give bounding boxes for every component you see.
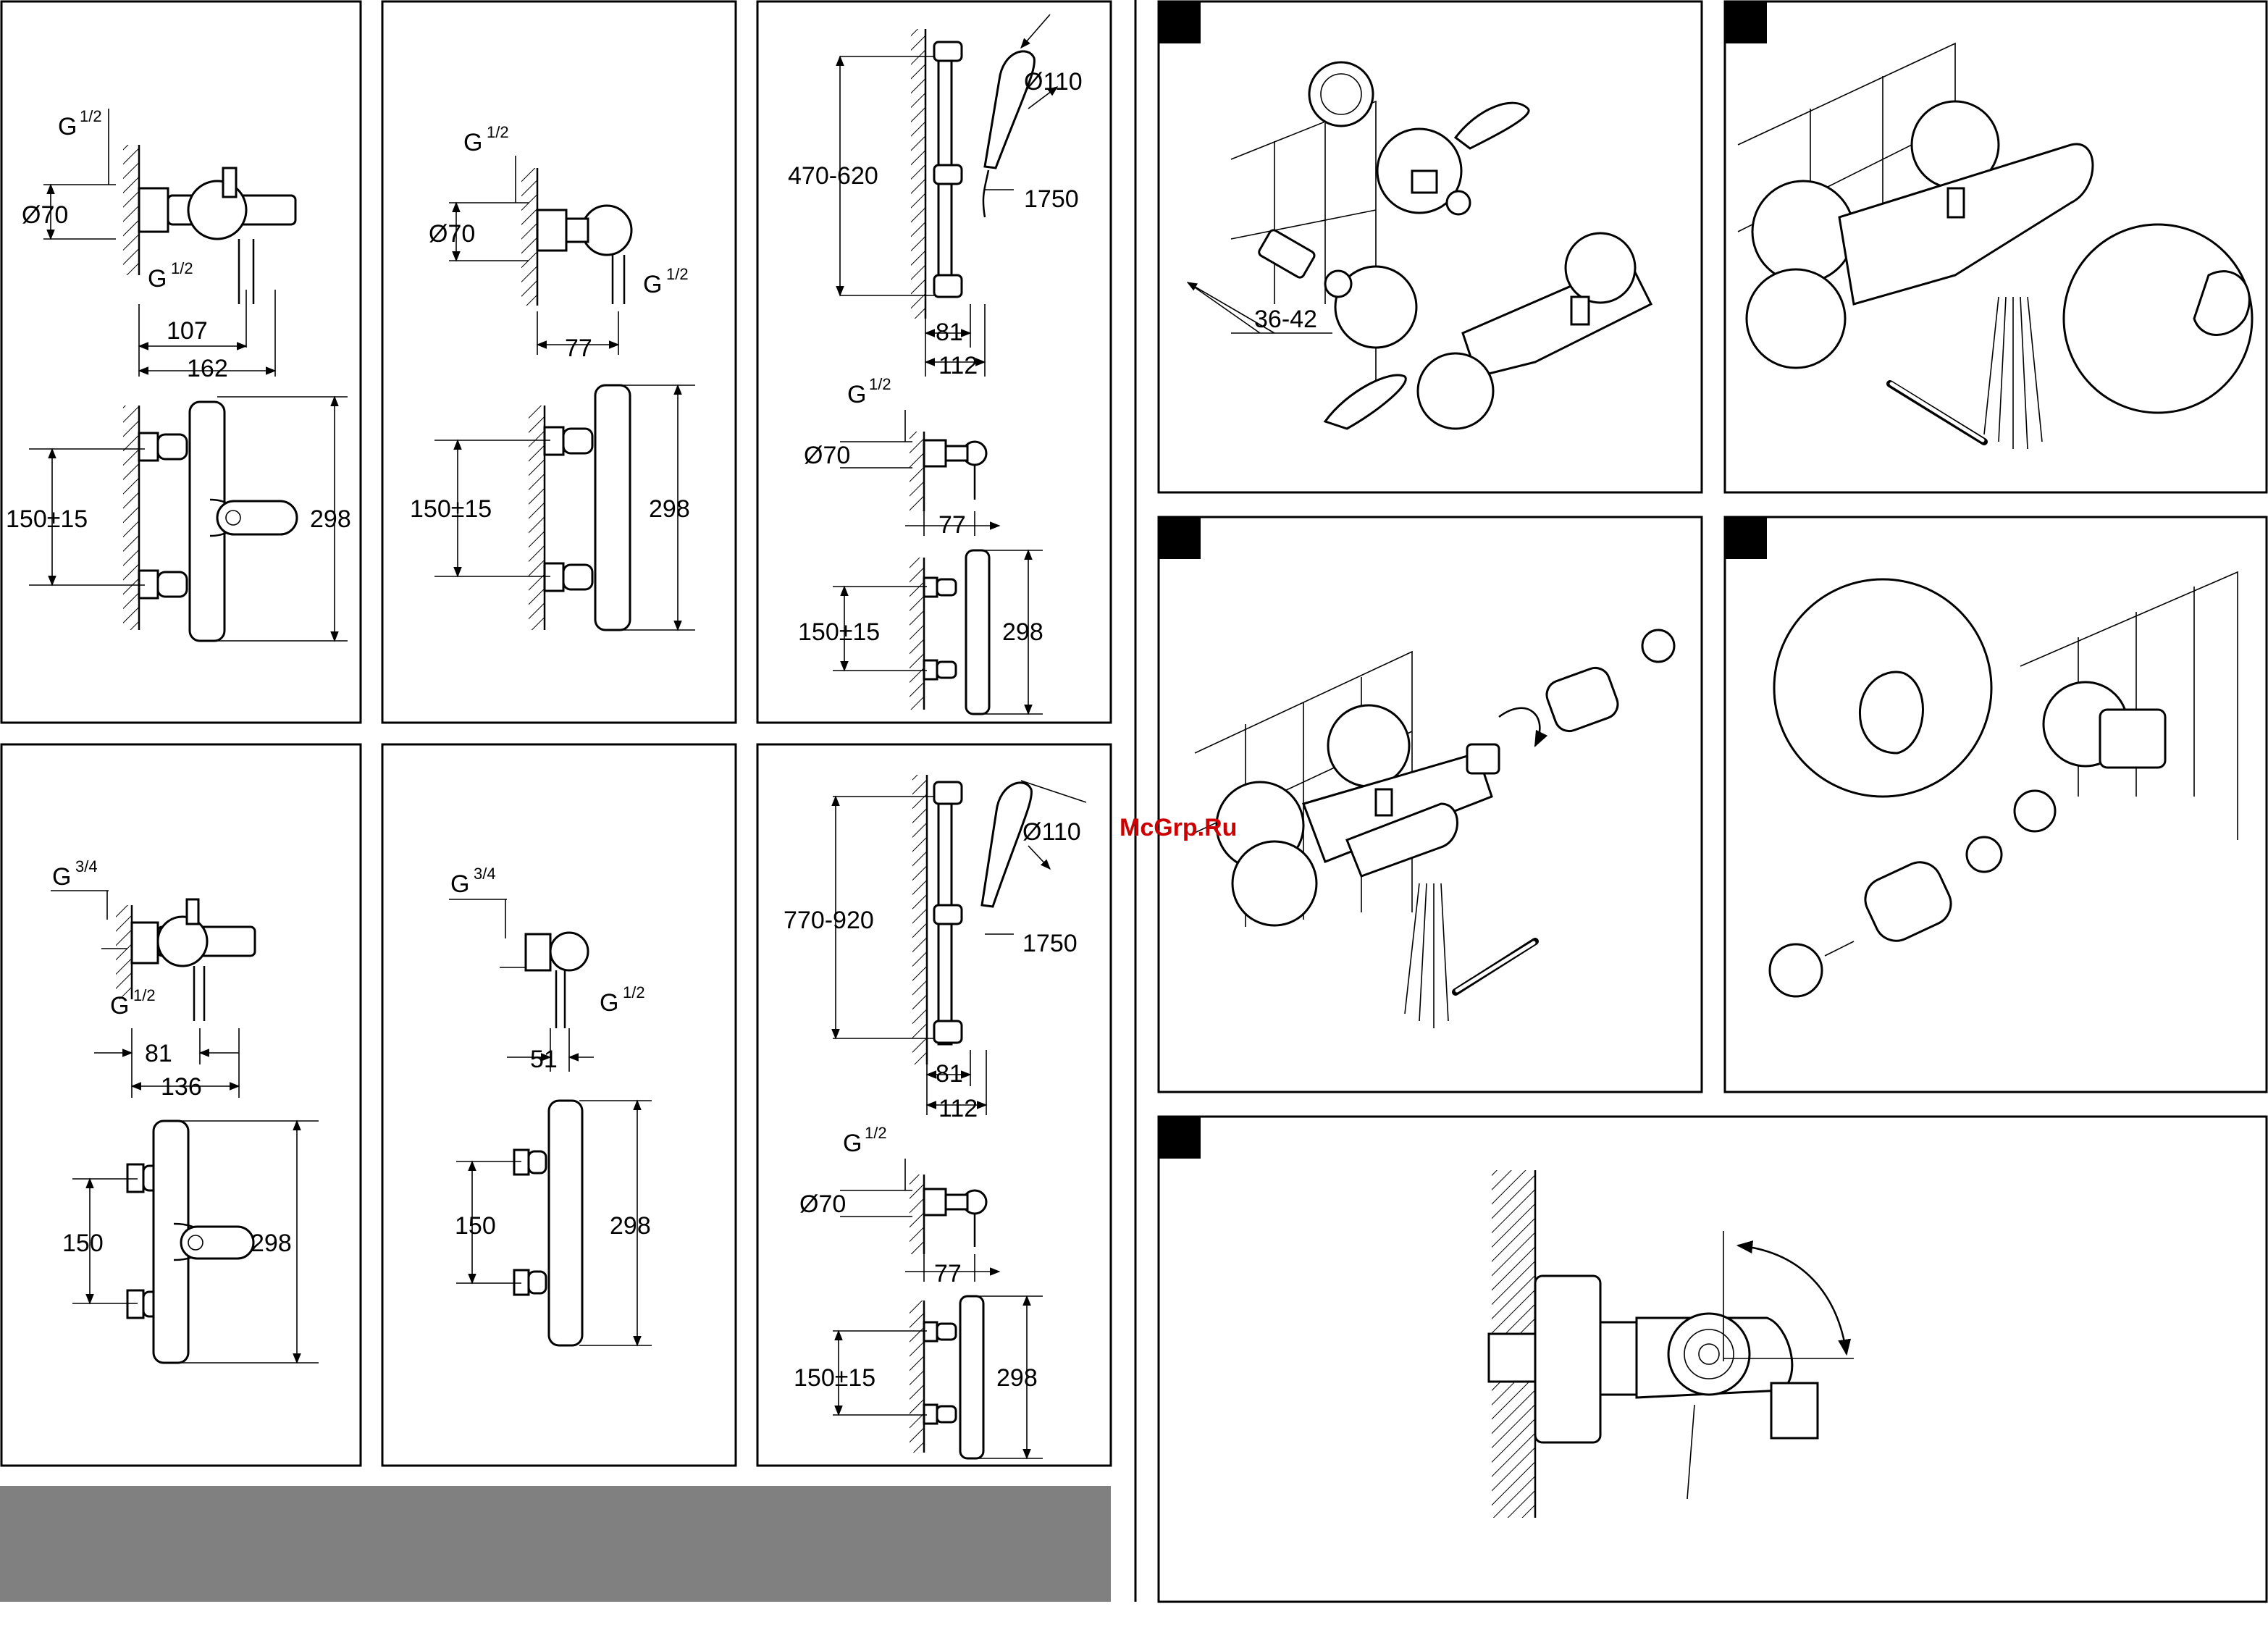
rail-600-head: Ø110 — [1024, 68, 1083, 96]
panel-bath-half: G 1/2 Ø70 G 1/2 107 162 150±15 298 — [1, 1, 361, 723]
bath-half-height: 298 — [310, 505, 351, 533]
bath-half-g-bottom-frac: 1/2 — [171, 259, 193, 277]
bath-3q-g-top: G — [52, 863, 71, 891]
rail-900-g: G — [843, 1130, 862, 1157]
panel-step-section — [1159, 1117, 2267, 1602]
rail-900-hose: 1750 — [1022, 930, 1078, 957]
rail-600-d2: 112 — [938, 352, 978, 379]
step-marker — [1159, 1, 1201, 43]
panel-step-adjust — [1725, 517, 2267, 1092]
bath-half-g-top-frac: 1/2 — [80, 107, 102, 125]
rail-600-d3: 77 — [938, 511, 966, 539]
bath-3q-height: 298 — [251, 1230, 292, 1257]
bath-half-spacing: 150±15 — [6, 505, 88, 533]
bath-half-g-bottom: G — [148, 265, 167, 293]
shower-3q-d1: 51 — [530, 1046, 558, 1073]
rail-900-d3: 77 — [934, 1260, 962, 1287]
bath-3q-spacing: 150 — [62, 1230, 104, 1257]
rail-900-g-frac: 1/2 — [865, 1124, 887, 1142]
panel-step-cartridge: McGrp.Ru — [1120, 517, 1702, 1092]
step-marker — [1725, 517, 1767, 559]
panel-rail-900: 770-920 Ø110 1750 81 112 G 1/2 Ø70 77 — [757, 744, 1111, 1466]
rail-600-hose: 1750 — [1024, 185, 1079, 213]
shower-half-g-top: G — [463, 129, 482, 156]
bath-3q-g-bottom: G — [110, 992, 129, 1020]
rail-900-height: 298 — [996, 1364, 1038, 1392]
panel-bath-three-quarter: G 3/4 G 1/2 81 136 150 298 — [1, 744, 361, 1466]
rail-600-g-frac: 1/2 — [869, 375, 891, 393]
bath-3q-g-top-frac: 3/4 — [75, 857, 98, 875]
rail-600-dia: Ø70 — [804, 442, 850, 469]
rail-900-range: 770-920 — [784, 907, 874, 934]
rail-600-d1: 81 — [936, 319, 963, 346]
bath-3q-d2: 136 — [161, 1073, 202, 1101]
panel-step-temperature — [1725, 1, 2267, 492]
shower-3q-spacing: 150 — [455, 1212, 496, 1240]
shower-3q-g-top-frac: 3/4 — [474, 865, 496, 883]
footer-bar — [0, 1486, 1111, 1602]
shower-half-g-bottom: G — [643, 271, 662, 298]
shower-half-height: 298 — [649, 495, 690, 523]
rail-900-head: Ø110 — [1022, 818, 1081, 846]
rail-600-range: 470-620 — [788, 162, 878, 190]
shower-3q-height: 298 — [610, 1212, 651, 1240]
rail-900-d2: 112 — [938, 1095, 978, 1122]
shower-half-g-top-frac: 1/2 — [487, 123, 509, 141]
step-marker — [1159, 517, 1201, 559]
shower-half-g-bottom-frac: 1/2 — [666, 265, 689, 283]
bath-3q-g-bottom-frac: 1/2 — [133, 986, 156, 1004]
bath-half-dia: Ø70 — [22, 201, 68, 229]
bath-half-g-top: G — [58, 113, 77, 140]
step-marker — [1159, 1117, 1201, 1159]
shower-half-dia: Ø70 — [429, 220, 475, 248]
watermark: McGrp.Ru — [1120, 814, 1237, 841]
shower-3q-g-bottom: G — [600, 989, 618, 1017]
step-marker — [1725, 1, 1767, 43]
shower-half-spacing: 150±15 — [410, 495, 492, 523]
rail-600-spacing: 150±15 — [798, 618, 880, 646]
rail-900-d1: 81 — [936, 1060, 963, 1088]
panel-step-install: 36-42 — [1159, 1, 1702, 492]
rail-600-height: 298 — [1002, 618, 1043, 646]
rail-900-spacing: 150±15 — [794, 1364, 875, 1392]
bath-half-d2: 162 — [187, 355, 228, 382]
rail-600-g: G — [847, 381, 866, 408]
panel-shower-half: G 1/2 Ø70 G 1/2 77 150±15 298 — [382, 1, 736, 723]
install-range: 36-42 — [1254, 306, 1317, 333]
rail-900-dia: Ø70 — [799, 1190, 846, 1218]
bath-half-d1: 107 — [167, 317, 208, 345]
shower-half-d1: 77 — [565, 335, 592, 362]
bath-3q-d1: 81 — [145, 1040, 172, 1067]
shower-3q-g-bottom-frac: 1/2 — [623, 983, 645, 1001]
panel-rail-600: 470-620 Ø110 1750 81 112 G 1/2 Ø70 77 — [757, 1, 1111, 723]
shower-3q-g-top: G — [450, 870, 469, 898]
panel-shower-three-quarter: G 3/4 G 1/2 51 150 298 — [382, 744, 736, 1466]
